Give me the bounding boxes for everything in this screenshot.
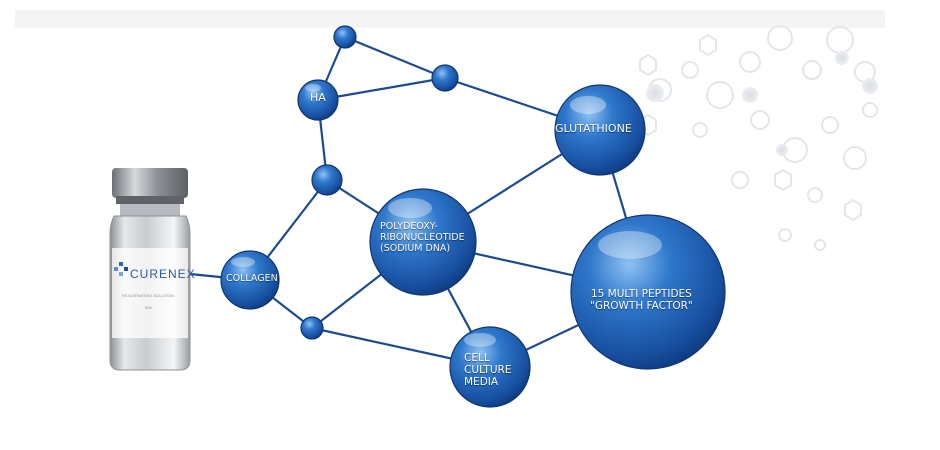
node-multi-peptides <box>570 214 726 370</box>
label-glutathione: GLUTATHIONE <box>555 122 632 135</box>
curenex-logo-mark <box>114 262 128 276</box>
label-cell-line2: CULTURE <box>464 364 512 377</box>
label-cell-line3: MEDIA <box>464 376 499 389</box>
vial-brand-text: CURENEX <box>130 267 196 281</box>
node-glutathione <box>554 84 646 176</box>
vial-volume-text: 5ML <box>145 305 153 310</box>
top-banner-strip <box>15 10 885 28</box>
label-cell-line1: CELL <box>464 352 490 364</box>
vial-subtitle-text: REJUVENATING SOLUTION <box>122 293 175 298</box>
label-peptides-line2: "GROWTH FACTOR" <box>590 300 693 313</box>
node-small-lower <box>300 316 324 340</box>
label-cell-culture-media: CELL CULTURE MEDIA <box>464 352 511 388</box>
label-multi-peptides: 15 MULTI PEPTIDES "GROWTH FACTOR" <box>590 288 693 312</box>
label-pdrn-line3: (SODIUM DNA) <box>380 242 451 254</box>
node-ha <box>297 79 339 121</box>
node-small-upper-right <box>431 64 459 92</box>
node-small-mid <box>311 164 343 196</box>
label-pdrn-line1: POLYDEOXY- <box>380 221 438 232</box>
label-pdrn: POLYDEOXY- RIBONUCLEOTIDE (SODIUM DNA) <box>380 221 465 255</box>
label-ha: HA <box>310 91 326 104</box>
node-small-top <box>333 25 357 49</box>
node-collagen <box>220 250 280 310</box>
label-collagen: COLLAGEN <box>226 273 278 284</box>
node-cell-culture-media <box>449 326 531 408</box>
node-polydeoxyribonucleotide <box>369 188 477 296</box>
curenex-vial-image: CURENEX REJUVENATING SOLUTION 5ML <box>100 168 200 373</box>
label-pdrn-line2: RIBONUCLEOTIDE <box>380 231 465 243</box>
label-peptides-line1: 15 MULTI PEPTIDES <box>590 288 692 300</box>
